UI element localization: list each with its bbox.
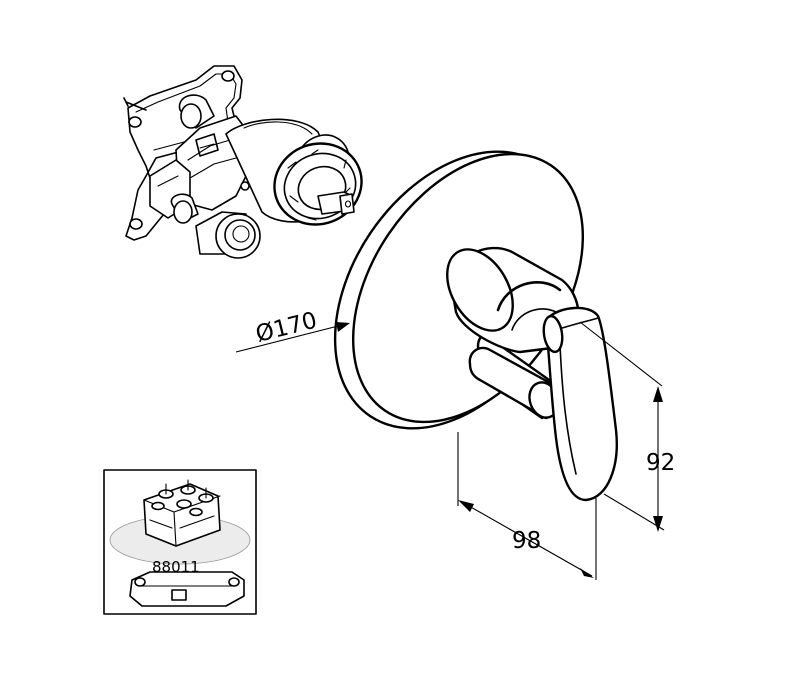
lever-handle	[542, 306, 618, 502]
depth-label: 98	[512, 528, 541, 554]
diameter-dimension: Ø170	[235, 308, 350, 353]
height-label: 92	[646, 450, 675, 476]
depth-dimension: 98	[457, 432, 597, 580]
rough-in-valve-body	[123, 65, 363, 259]
diameter-label: Ø170	[253, 308, 319, 348]
diverter-knob	[468, 332, 560, 420]
installation-kit-inset: 88011	[103, 469, 257, 615]
height-dimension: 92	[579, 321, 675, 532]
